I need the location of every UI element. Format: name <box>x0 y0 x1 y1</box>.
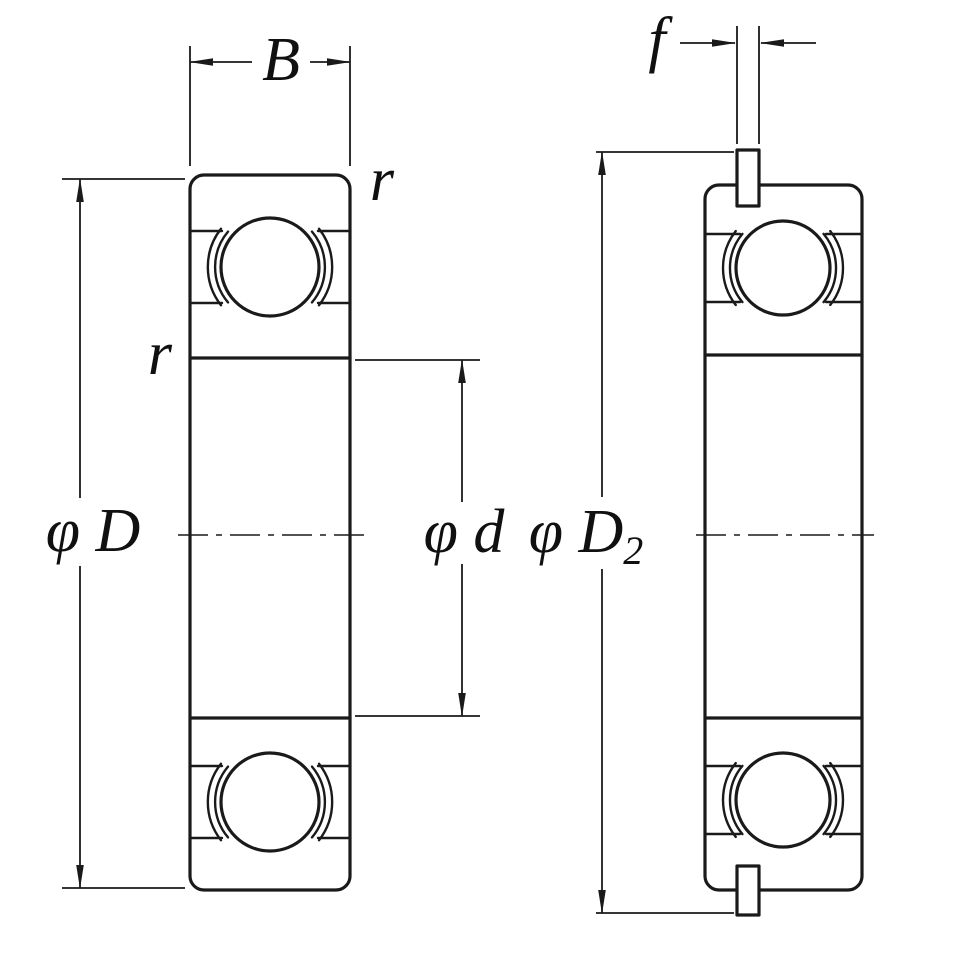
extension-lines <box>596 151 734 914</box>
raceway-shoulder-lines <box>188 229 352 305</box>
cage-arcs-right <box>310 227 334 307</box>
right-dimensions: f φ D2 <box>524 6 816 914</box>
right-bearing-view <box>696 148 874 917</box>
bore-diameter-label: φ d <box>424 498 506 566</box>
dimension-width-B: B <box>189 26 351 166</box>
snap-ring-diameter-main: φ D <box>529 498 624 566</box>
chamfer-label-top: r <box>370 146 395 214</box>
cage-arcs-left <box>206 762 230 842</box>
raceway-shoulder-lines <box>703 232 864 304</box>
cage-arcs-right <box>822 761 845 839</box>
bottom-ball-assembly <box>188 751 352 853</box>
snap-ring-width-label: f <box>648 6 673 74</box>
label-background <box>48 498 138 566</box>
dimension-outer-diameter: φ D <box>46 178 185 889</box>
snap-ring-diameter-label: φ D2 <box>529 498 644 573</box>
raceway-shoulder-lines <box>188 764 352 840</box>
label-background <box>252 32 310 90</box>
cage-arcs-left <box>721 229 744 307</box>
dimension-snap-ring-width-f: f <box>648 6 816 144</box>
extension-lines <box>189 46 351 166</box>
extension-lines <box>736 26 760 144</box>
snap-ring-tab-top <box>735 148 761 208</box>
ball <box>734 751 832 849</box>
label-background <box>524 497 648 569</box>
left-dimensions: B φ D φ d r r <box>46 26 506 889</box>
cage-arcs-right <box>310 762 334 842</box>
cage-arcs-right <box>822 229 845 307</box>
outer-ring-outline <box>703 183 864 892</box>
bore-surface-lines <box>703 353 864 720</box>
dimension-snap-ring-diameter: φ D2 <box>524 151 734 914</box>
snap-ring-tab-bottom <box>735 864 761 917</box>
top-ball-assembly <box>188 216 352 318</box>
cage-arcs-left <box>206 227 230 307</box>
width-label: B <box>262 26 300 94</box>
ball <box>219 751 321 853</box>
outer-ring-outline <box>188 173 352 892</box>
ball <box>219 216 321 318</box>
label-background <box>426 502 502 564</box>
bottom-ball-assembly <box>703 751 864 849</box>
chamfer-label-side: r <box>148 320 173 388</box>
left-bearing-view <box>178 173 366 892</box>
raceway-shoulder-lines <box>703 764 864 836</box>
ball <box>734 219 832 317</box>
dimension-bore-diameter: φ d <box>355 359 506 717</box>
snap-ring-diameter-subscript: 2 <box>623 528 643 573</box>
top-ball-assembly <box>703 219 864 317</box>
bore-surface-lines <box>188 356 352 720</box>
outer-diameter-label: φ D <box>46 497 141 565</box>
cage-arcs-left <box>721 761 744 839</box>
